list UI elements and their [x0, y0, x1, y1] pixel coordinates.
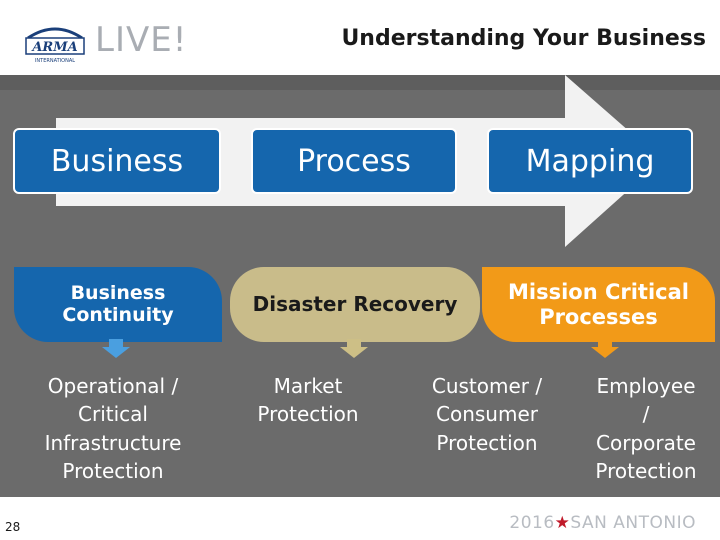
logo-text: ARMA: [30, 40, 77, 55]
pill-label-line1: Disaster Recovery: [252, 292, 458, 316]
bottom-item-line: Protection: [62, 459, 164, 484]
top-box-mapping: Mapping: [487, 128, 693, 194]
arma-logo-icon: ARMA INTERNATIONAL: [25, 27, 85, 64]
bottom-item-line: Market: [273, 374, 343, 398]
pill-label-line1: Mission Critical: [507, 280, 689, 305]
logo-subtext: INTERNATIONAL: [35, 58, 75, 64]
bottom-item-line: Critical: [78, 402, 148, 427]
arma-logo: ARMA INTERNATIONAL: [20, 24, 90, 66]
footer-bar: [0, 497, 720, 540]
page-title: Understanding Your Business: [341, 26, 706, 51]
footer-event-logo: 2016★SAN ANTONIO: [509, 513, 696, 533]
bottom-item-line: Protection: [257, 402, 359, 427]
top-box-label: Process: [297, 143, 411, 179]
header: ARMA INTERNATIONAL LIVE! Understanding Y…: [0, 0, 720, 75]
star-icon: ★: [554, 513, 571, 533]
bottom-item-line: Customer /: [431, 374, 543, 398]
bottom-item-line: /: [642, 402, 650, 427]
bottom-item-line: Protection: [595, 459, 697, 484]
bottom-item-line: Protection: [436, 430, 538, 455]
down-arrow-icon: [102, 339, 130, 358]
event-city: SAN ANTONIO: [570, 513, 696, 533]
top-box-label: Business: [50, 143, 184, 179]
top-box-label: Mapping: [525, 143, 655, 179]
pill-label-line2: Processes: [539, 304, 658, 329]
pill-mission-critical: Mission Critical Processes: [482, 267, 715, 342]
bottom-item-line: Operational /: [47, 374, 179, 398]
pill-label-line2: Continuity: [62, 303, 174, 326]
bottom-item-line: Infrastructure: [44, 430, 182, 455]
bottom-item-line: Employee: [596, 374, 696, 398]
bottom-item-line: Consumer: [436, 402, 538, 427]
bottom-item-line: Corporate: [596, 430, 696, 455]
bottom-item-employee: Employee / Corporate Protection: [580, 372, 712, 486]
bottom-item-customer: Customer / Consumer Protection: [404, 372, 570, 457]
page-number: 28: [5, 520, 21, 534]
top-box-business: Business: [13, 128, 221, 194]
pill-disaster-recovery: Disaster Recovery: [230, 267, 480, 342]
bottom-item-market: Market Protection: [232, 372, 384, 429]
down-arrow-icon: [591, 339, 619, 358]
header-divider: [0, 75, 720, 90]
logo-live-text: LIVE!: [95, 20, 188, 60]
bottom-item-operational: Operational / Critical Infrastructure Pr…: [22, 372, 204, 486]
pill-label-line1: Business: [70, 281, 166, 304]
pill-business-continuity: Business Continuity: [14, 267, 222, 342]
down-arrow-icon: [340, 339, 368, 358]
top-box-process: Process: [251, 128, 457, 194]
event-year: 2016: [509, 513, 555, 533]
